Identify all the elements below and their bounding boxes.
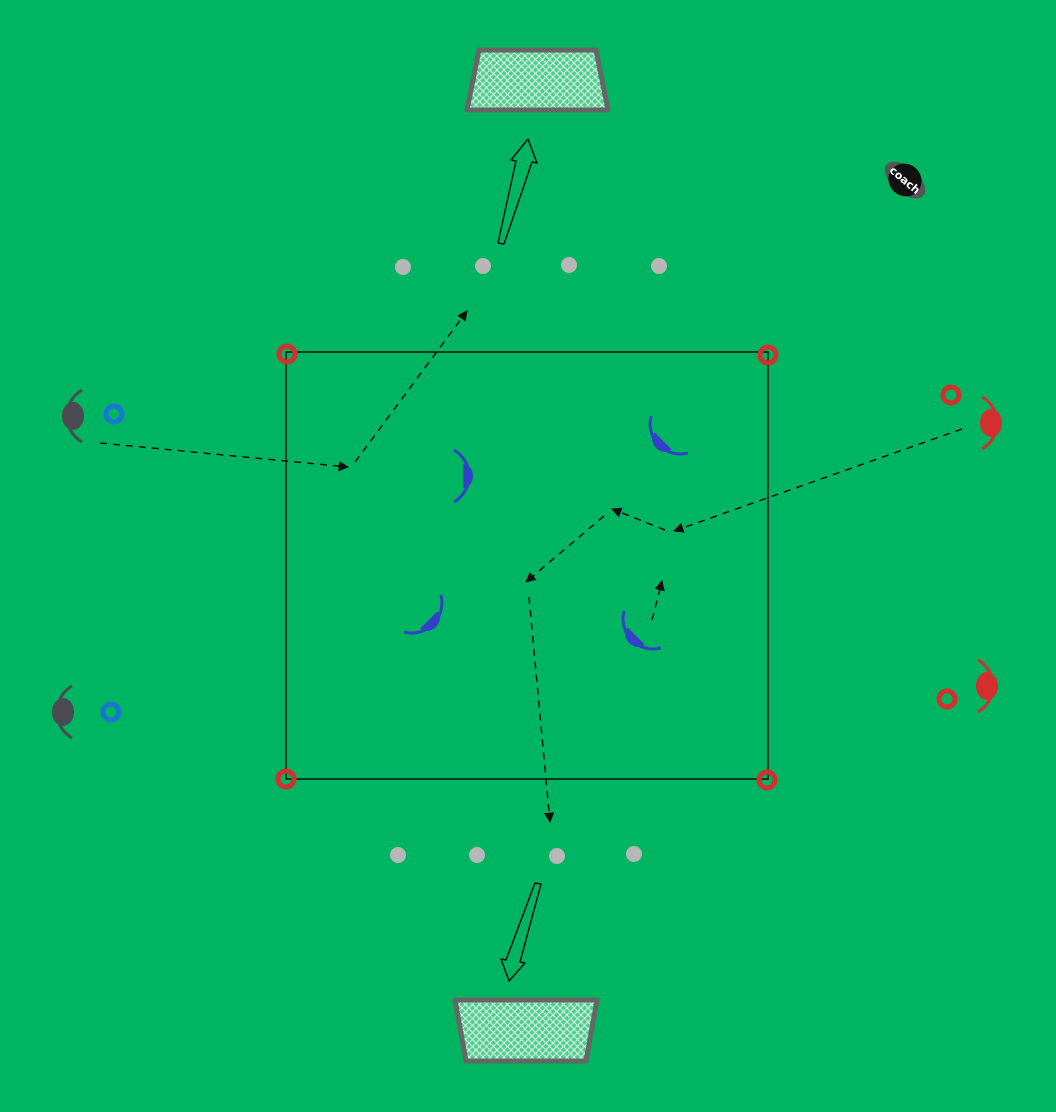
flat-marker-icon: [561, 257, 577, 273]
cone-icon: [757, 344, 779, 366]
player-red-top-right: [980, 395, 1002, 451]
shot-arrow-top: [497, 138, 538, 245]
player-blue-2: [648, 415, 689, 456]
flat-marker-icon: [469, 847, 485, 863]
player-blue-1: [453, 448, 473, 504]
cone-icon: [100, 701, 122, 723]
flat-marker-icon: [549, 848, 565, 864]
player-blue-3: [403, 594, 444, 635]
flat-marker-icon: [626, 846, 642, 862]
coach: coach: [884, 161, 926, 199]
soccer-goal-icon: [452, 997, 600, 1064]
cone-icon: [103, 403, 125, 425]
cone-icon: [275, 768, 297, 790]
pass-arrow: [525, 515, 605, 583]
soccer-goal-icon: [464, 47, 611, 113]
goal-top: [464, 47, 611, 113]
pass-arrow: [99, 442, 350, 472]
pass-arrow: [528, 596, 555, 824]
player-dark-bottom-left: [52, 684, 74, 740]
player-dark-top-left: [62, 388, 84, 444]
marker-line-top: [395, 257, 667, 275]
pass-arrow: [673, 428, 963, 533]
player-icon: [648, 415, 689, 456]
pass-arrows: [99, 310, 963, 824]
shot-arrow-icon: [500, 882, 542, 982]
cone-icon: [936, 688, 958, 710]
cone-icon: [940, 384, 962, 406]
shot-arrow-bottom: [500, 882, 542, 982]
flat-marker-icon: [651, 258, 667, 274]
pass-arrow: [354, 310, 468, 463]
pass-arrow: [611, 507, 666, 531]
side-cones: [100, 384, 962, 723]
pass-arrow: [651, 579, 665, 621]
corner-cones: [275, 343, 779, 791]
playing-area: [285, 351, 769, 780]
cone-icon: [756, 769, 778, 791]
goal-bottom: [452, 997, 600, 1064]
player-red-bottom-right: [976, 658, 998, 714]
player-icon: [403, 594, 444, 635]
cone-icon: [276, 343, 298, 365]
player-icon: [621, 610, 662, 651]
player-blue-4: [621, 610, 662, 651]
marker-line-bottom: [390, 846, 642, 864]
flat-marker-icon: [390, 847, 406, 863]
shot-arrow-icon: [497, 138, 538, 245]
flat-marker-icon: [475, 258, 491, 274]
flat-marker-icon: [395, 259, 411, 275]
